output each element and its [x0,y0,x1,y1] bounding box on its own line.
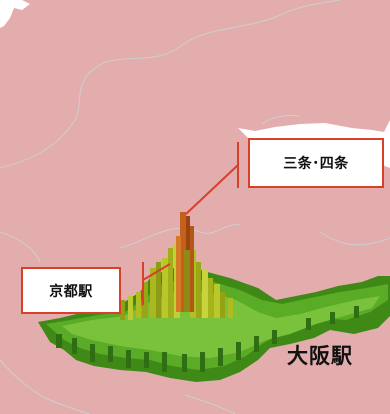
leader-lines [142,142,239,305]
osaka-station-label: 大阪駅 [287,344,353,368]
kyoto-station-label: 京都駅 [49,283,93,300]
density-spike [176,212,194,312]
sea-notch [0,0,30,28]
sanjo-shijo-label: 三条･四条 [283,156,349,172]
density-base-low [38,268,390,382]
sanjo-shijo-callout: 三条･四条 [248,138,384,188]
kyoto-station-callout: 京都駅 [21,267,121,314]
